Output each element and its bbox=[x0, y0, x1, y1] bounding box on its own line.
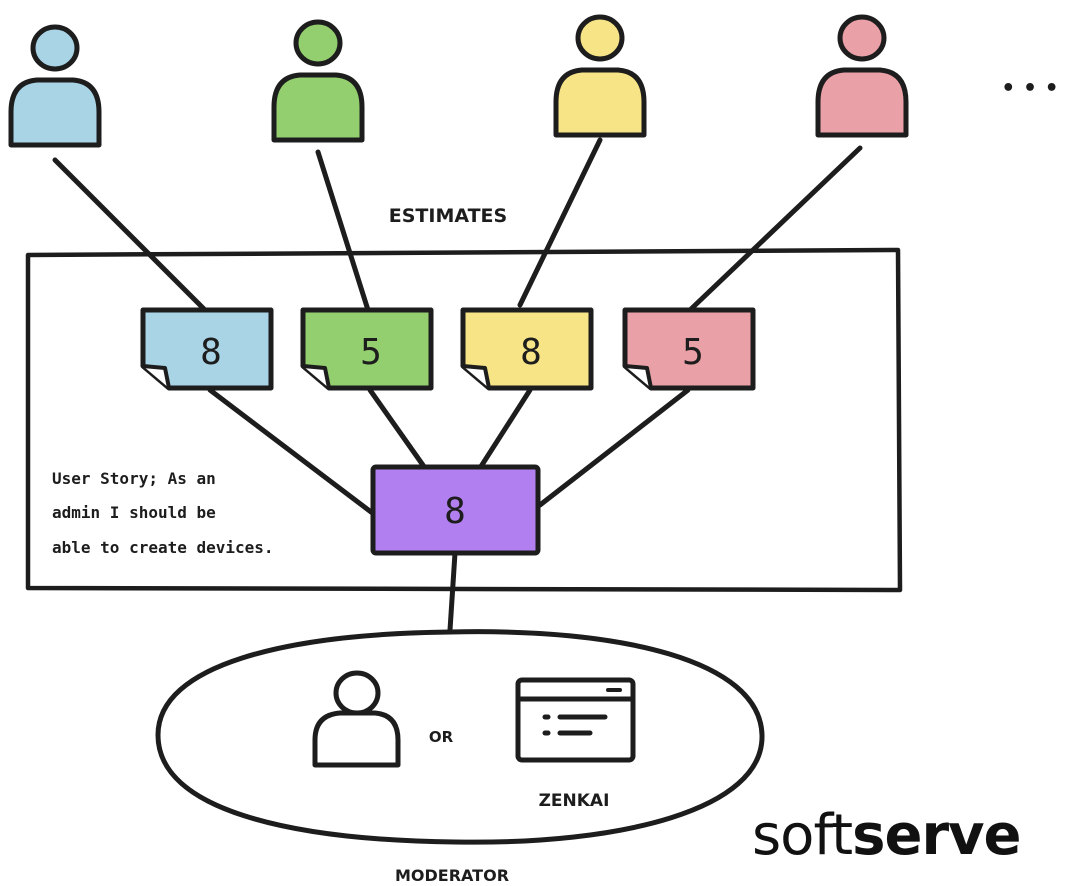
person-icon bbox=[312, 670, 401, 768]
estimate-card: 5 bbox=[622, 307, 756, 391]
person-icon-head bbox=[30, 24, 80, 72]
sticky-note bbox=[300, 307, 434, 391]
connector-line bbox=[367, 387, 428, 471]
connector-line bbox=[207, 387, 378, 518]
sticky-note bbox=[622, 307, 756, 391]
connector-line bbox=[315, 149, 371, 313]
card-connectors bbox=[207, 387, 691, 633]
person-icon-body bbox=[8, 77, 102, 148]
person-icon-head bbox=[575, 14, 625, 62]
estimate-value: 8 bbox=[200, 332, 222, 373]
participant bbox=[271, 19, 365, 143]
person-icon-head bbox=[837, 14, 887, 62]
connector-line bbox=[477, 387, 533, 471]
connector-line bbox=[52, 157, 213, 318]
estimate-card: 8 bbox=[460, 307, 594, 391]
sticky-note-fold bbox=[142, 364, 171, 389]
app-window-icon bbox=[515, 677, 636, 763]
person-icon-head bbox=[293, 19, 343, 67]
sticky-note-fold bbox=[624, 364, 653, 389]
user-story-line: admin I should be bbox=[52, 503, 216, 522]
estimate-value: 5 bbox=[682, 332, 704, 373]
user-story-line: able to create devices. bbox=[52, 538, 274, 557]
participant-connectors bbox=[52, 137, 863, 318]
final-estimate-card: 8 bbox=[370, 464, 541, 556]
moderator-label: MODERATOR bbox=[395, 866, 509, 885]
person-icon-body bbox=[553, 67, 647, 138]
or-label: OR bbox=[429, 728, 454, 746]
more-participants-ellipsis: • • • bbox=[1001, 76, 1059, 101]
final-estimate-box bbox=[370, 464, 541, 556]
tool-label: ZENKAI bbox=[539, 791, 610, 811]
participant bbox=[8, 24, 102, 148]
sticky-note bbox=[460, 307, 594, 391]
connector-line bbox=[447, 550, 458, 633]
sticky-note-fold bbox=[462, 364, 491, 389]
person-icon-body bbox=[271, 72, 365, 143]
connector-line bbox=[517, 137, 603, 308]
final-estimate-value: 8 bbox=[444, 491, 466, 532]
sticky-note-fold bbox=[302, 364, 331, 389]
logo-light: soft bbox=[752, 803, 853, 868]
participant bbox=[815, 14, 909, 138]
estimate-cards: 8 5 8 5 bbox=[140, 307, 756, 391]
estimate-card: 8 bbox=[140, 307, 274, 391]
logo-bold: serve bbox=[852, 803, 1021, 868]
estimate-value: 8 bbox=[520, 332, 542, 373]
softserve-logo: softserve bbox=[752, 808, 1022, 864]
estimate-value: 5 bbox=[360, 332, 382, 373]
estimate-card: 5 bbox=[300, 307, 434, 391]
person-icon-body bbox=[815, 67, 909, 138]
user-story-line: User Story; As an bbox=[52, 469, 216, 488]
story-box bbox=[25, 247, 903, 593]
participants bbox=[8, 14, 909, 148]
moderator-ellipse bbox=[155, 629, 765, 845]
sticky-note bbox=[140, 307, 274, 391]
user-story: User Story; As an admin I should be able… bbox=[52, 469, 274, 557]
estimates-label: ESTIMATES bbox=[389, 205, 507, 227]
connector-line bbox=[537, 387, 691, 508]
connector-line bbox=[687, 145, 863, 313]
participant bbox=[553, 14, 647, 138]
